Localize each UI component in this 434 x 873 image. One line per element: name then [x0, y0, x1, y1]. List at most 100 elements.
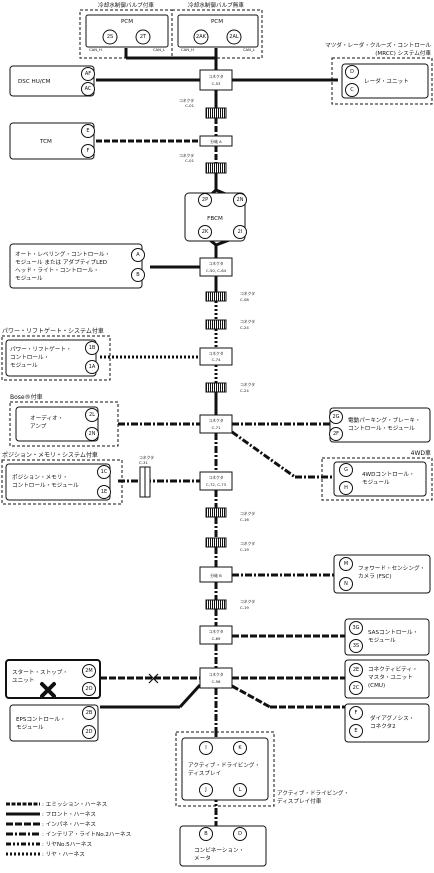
- legend: : エミッション・ハーネス : フロント・ハーネス : インパネ・ハーネス : …: [6, 801, 132, 858]
- pin-2p: [198, 193, 212, 207]
- connector-c01a: [205, 107, 227, 119]
- pin-2f-label: 2F: [333, 431, 339, 437]
- start-stop-module: スタート・ストップ・ ユニット 2M 2O: [5, 659, 159, 699]
- c53-label-1: コネクタ: [208, 74, 223, 79]
- pin-e-dlc: [349, 724, 363, 738]
- pin-2al-label: 2AL: [229, 34, 239, 40]
- pin-1e-label: 1E: [101, 489, 107, 495]
- c74-label-2: C-74: [212, 357, 221, 362]
- pin-g: [339, 463, 353, 477]
- pin-2d-label: 2D: [85, 729, 92, 735]
- bose-caption: Bose®付車: [10, 393, 43, 401]
- start-stop-line1: スタート・ストップ・: [12, 668, 68, 676]
- start-stop-line2: ユニット: [12, 677, 34, 684]
- pin-d-radar: [345, 65, 359, 79]
- cmu-line2: マスタ・ユニット: [368, 673, 413, 681]
- legend-interior-light: : インテリア・ライトNo.2ハーネス: [42, 831, 132, 838]
- c7273-label-1: コネクタ: [208, 475, 223, 480]
- legend-instrument-panel: : インパネ・ハーネス: [42, 821, 96, 828]
- pin-k: [233, 741, 247, 755]
- pin-1e: [97, 485, 111, 499]
- connector-c74: [199, 347, 233, 366]
- pin-2d: [82, 725, 96, 739]
- c69-label-1: コネクタ: [208, 629, 223, 634]
- pin-l: [233, 783, 247, 797]
- pin-2o: [82, 682, 96, 696]
- active-driving-line2: ディスプレイ: [188, 769, 221, 777]
- pcm-left-canl: CAN_L: [153, 47, 166, 52]
- awd-module: 4WD車 4WDコントロール・ モジュール G H: [321, 449, 433, 501]
- cmu-line1: コネクティビティ・: [368, 665, 418, 673]
- pin-2o-label: 2O: [85, 686, 92, 692]
- dlc-line1: ダイアグノシス・: [370, 714, 414, 722]
- position-memory-line2: コントロール・モジュール: [12, 482, 79, 489]
- c56-label-1: コネクタ: [208, 672, 223, 677]
- pin-n-label: N: [344, 581, 348, 587]
- connector-c53: [199, 69, 233, 91]
- joint-b-label: 分岐 B: [210, 573, 222, 578]
- legend-emission: : エミッション・ハーネス: [42, 801, 108, 808]
- pin-2l: [85, 408, 99, 422]
- c16-label-2: C-16: [240, 517, 249, 522]
- c19b-label-1: コネクタ: [240, 599, 255, 604]
- pin-b-label: B: [136, 272, 140, 278]
- wire-dlc-a: [231, 684, 271, 709]
- pin-2b-label: 2B: [86, 710, 93, 716]
- pin-2i: [233, 225, 247, 239]
- pcm-right-canl: CAN_L: [243, 47, 256, 52]
- pcm-left-canh: CAN_H: [89, 47, 102, 52]
- dsc-module: DSC HU/CM AF AC: [9, 65, 95, 97]
- c24b-label-2: C-24: [240, 388, 249, 393]
- pin-2k: [198, 225, 212, 239]
- pin-b-meter: [199, 827, 213, 841]
- pin-d-meter: [233, 827, 247, 841]
- pin-l-label: L: [239, 787, 242, 793]
- pin-e: [81, 124, 95, 138]
- pin-g-label: G: [344, 467, 348, 473]
- pin-i-label: I: [205, 745, 206, 751]
- connector-c08: [205, 291, 227, 302]
- instrument-line2: メータ: [194, 854, 211, 862]
- connector-c56: [199, 667, 233, 689]
- cmu-line3: (CMU): [368, 683, 385, 689]
- power-liftgate-module: パワー・リフトゲート・システム付車 パワー・リフトゲート・ コントロール・ モジ…: [1, 327, 111, 381]
- pin-3g-label: 3G: [352, 625, 359, 631]
- c71-label-1: コネクタ: [208, 418, 223, 423]
- pin-f-dlc-label: F: [355, 710, 358, 716]
- tcm-module: TCM E F: [9, 122, 95, 160]
- pin-a-label: A: [136, 252, 140, 258]
- pin-a: [131, 248, 145, 262]
- pin-m-label: M: [344, 561, 348, 567]
- pin-1a: [85, 360, 99, 374]
- pin-1c: [97, 465, 111, 479]
- pin-2s-label: 2S: [107, 34, 113, 40]
- pin-n: [339, 577, 353, 591]
- c19a-label-2: C-19: [240, 547, 249, 552]
- pcm-left-label: PCM: [121, 19, 133, 25]
- connector-c19b: [205, 599, 227, 610]
- pin-2c-label: 2C: [353, 685, 360, 691]
- instrument-line1: コンビネーション・: [194, 846, 244, 854]
- connector-c01b: [205, 162, 227, 174]
- pin-2l-label: 2L: [89, 412, 95, 418]
- pin-f: [81, 144, 95, 158]
- fbcm-module: 2P 2N FBCM 2K 2I: [184, 192, 247, 242]
- c08-label-2: C-08: [240, 297, 249, 302]
- audio-module: Bose®付車 オーディオ・ アンプ 2L 2N: [9, 393, 119, 447]
- pin-2n-fbcm: [233, 193, 247, 207]
- fsc-line2: カメラ (FSC): [358, 573, 392, 580]
- sas-module: SASコントロール・ モジュール 3G 3S: [344, 618, 430, 656]
- connector-c72-c73: [199, 471, 233, 491]
- legend-rear-no5: : リヤNo.5ハーネス: [42, 841, 92, 848]
- c5064-label-2: C-50, C-64: [206, 268, 227, 273]
- pin-f-dlc: [349, 706, 363, 720]
- c01b-label-1: コネクタ: [179, 153, 194, 158]
- power-liftgate-line3: モジュール: [10, 362, 38, 369]
- eps-line2: モジュール: [16, 724, 44, 731]
- pin-1b: [85, 341, 99, 355]
- c31-label-2: C-31: [139, 460, 148, 465]
- c19b-label-2: C-19: [240, 605, 249, 610]
- pin-2i-label: 2I: [238, 229, 243, 235]
- pin-d-radar-label: D: [350, 69, 354, 75]
- pin-2e-label: 2E: [353, 667, 359, 673]
